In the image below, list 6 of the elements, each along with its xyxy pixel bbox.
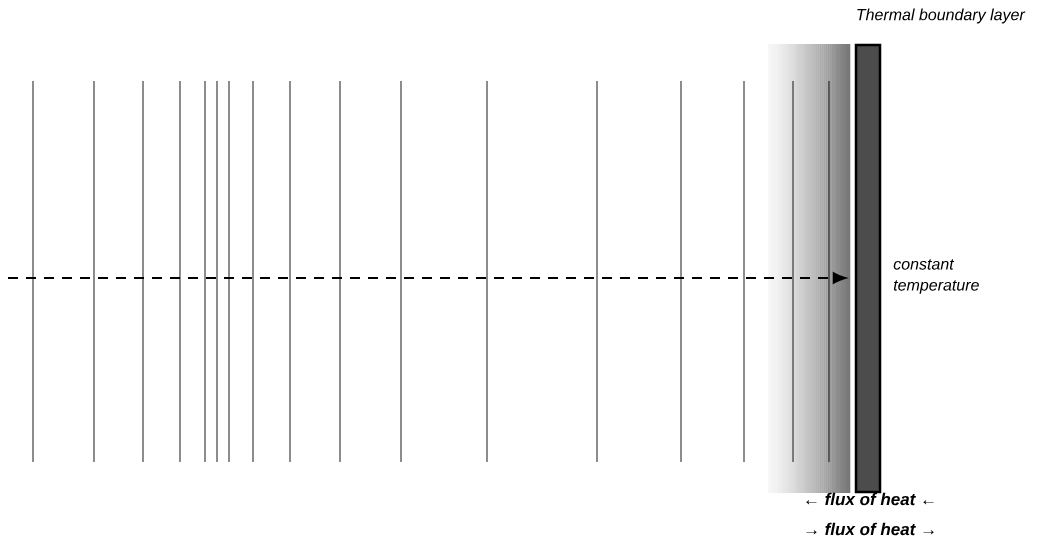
boundary-layer-band [768,44,851,493]
wall-caption: constant temperature [893,259,979,294]
dashed-arrow [7,272,846,284]
flux-label: → flux of heat → [806,522,934,536]
flux-label: ← flux of heat ← [806,492,934,506]
heading: Thermal boundary layer [857,8,1026,24]
